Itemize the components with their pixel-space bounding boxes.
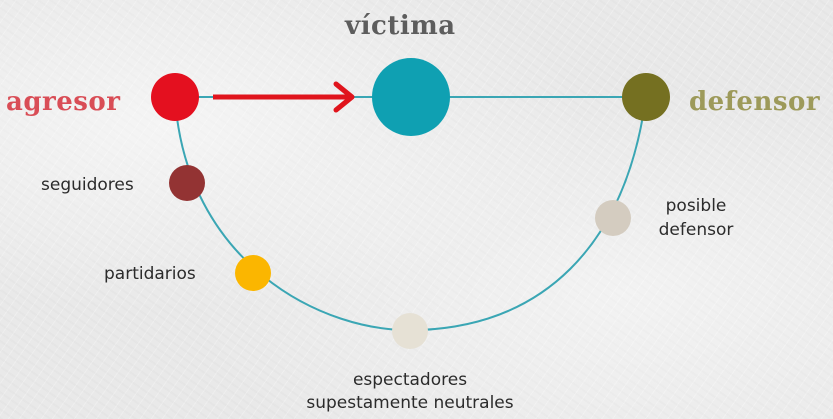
node-agresor bbox=[151, 73, 199, 121]
node-victima bbox=[372, 58, 450, 136]
label-posible-defensor-line1: posible bbox=[665, 196, 727, 216]
label-posible-defensor: posible defensor bbox=[646, 196, 746, 240]
label-seguidores: seguidores bbox=[41, 175, 134, 195]
node-posible-defensor bbox=[595, 200, 631, 236]
label-victima: víctima bbox=[345, 11, 456, 41]
label-espectadores-line1: espectadores bbox=[352, 370, 468, 390]
label-agresor: agresor bbox=[6, 87, 121, 117]
label-espectadores: espectadores supestamente neutrales bbox=[290, 370, 530, 413]
label-posible-defensor-line2: defensor bbox=[658, 220, 734, 240]
node-defensor bbox=[622, 73, 670, 121]
label-defensor: defensor bbox=[689, 87, 821, 117]
arrow-head bbox=[333, 81, 355, 113]
node-espectadores bbox=[392, 313, 428, 349]
node-partidarios bbox=[235, 255, 271, 291]
node-seguidores bbox=[169, 165, 205, 201]
label-partidarios: partidarios bbox=[104, 264, 196, 284]
label-espectadores-line2: supestamente neutrales bbox=[306, 393, 514, 413]
